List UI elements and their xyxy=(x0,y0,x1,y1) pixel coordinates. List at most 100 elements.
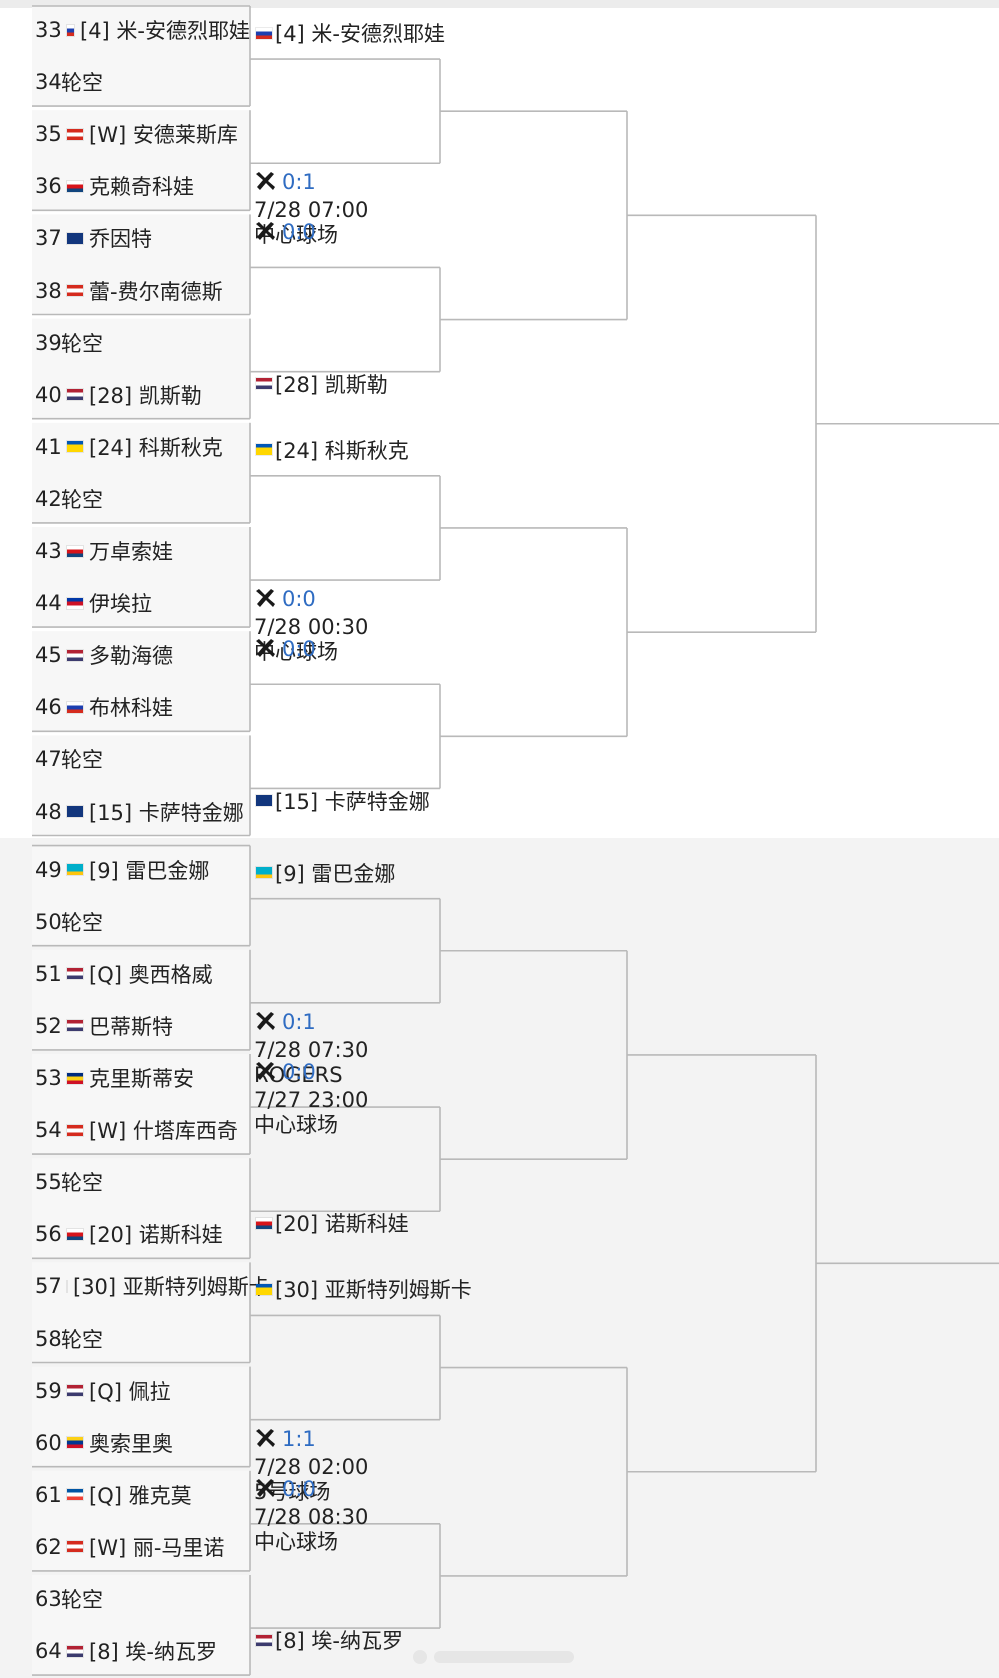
flag-icon xyxy=(256,27,272,39)
draw-slot[interactable]: 51[Q] 奥西格威 xyxy=(32,952,250,996)
slot-pair-background xyxy=(32,318,250,419)
match-icon xyxy=(256,1478,275,1497)
seed-number: 54 xyxy=(35,1118,62,1143)
player-name: [4] 米-安德烈耶娃 xyxy=(80,19,250,43)
match-time: 7/28 07:00 xyxy=(254,198,369,223)
draw-slot[interactable]: 48 [15] 卡萨特金娜 xyxy=(32,790,250,834)
round2-player[interactable]: [30] 亚斯特列姆斯卡 xyxy=(254,1276,472,1302)
slot-pair-background xyxy=(32,949,250,1050)
match-score[interactable]: 0:0 xyxy=(254,1477,316,1501)
player-name: 轮空 xyxy=(61,1171,103,1196)
slot-pair-background xyxy=(32,1158,250,1259)
match-time: 7/27 23:00 xyxy=(254,1088,369,1112)
slot-pair-background xyxy=(32,110,250,211)
seed-number: 48 xyxy=(35,799,62,824)
flag-icon xyxy=(256,795,272,806)
flag-icon xyxy=(67,232,83,244)
draw-slot[interactable]: 33[4] 米-安德烈耶娃 xyxy=(32,8,250,52)
draw-slot[interactable]: 54[W] 什塔库西奇 xyxy=(32,1108,250,1152)
match-score[interactable]: 1:1 xyxy=(254,1427,316,1451)
flag-icon xyxy=(67,597,83,609)
slot-pair-background xyxy=(32,214,250,315)
round2-player[interactable]: [24] 科斯秋克 xyxy=(254,437,409,463)
slot-pair-background xyxy=(32,631,250,732)
round2-player[interactable]: [8] 埃-纳瓦罗 xyxy=(254,1627,403,1653)
draw-slot[interactable]: 59[Q] 佩拉 xyxy=(32,1369,250,1413)
player-name: [28] 凯斯勒 xyxy=(89,383,202,408)
seed-number: 51 xyxy=(35,961,62,986)
player-name: [15] 卡萨特金娜 xyxy=(89,800,244,825)
round2-player[interactable]: [9] 雷巴金娜 xyxy=(254,860,395,886)
match-time: 7/28 02:00 xyxy=(254,1454,369,1479)
draw-slot[interactable]: 49[9] 雷巴金娜 xyxy=(32,848,250,892)
flag-icon xyxy=(67,1645,83,1657)
score-value: 0:0 xyxy=(282,1476,316,1501)
draw-slot[interactable]: 56[20] 诺斯科娃 xyxy=(32,1212,250,1256)
match-score[interactable]: 0:0 xyxy=(254,1060,316,1084)
match-icon xyxy=(256,639,275,658)
slot-pair-background xyxy=(32,527,250,628)
score-value: 0:0 xyxy=(282,220,316,245)
match-icon xyxy=(256,589,275,608)
match-score[interactable]: 0:0 xyxy=(254,587,316,611)
seed-number: 44 xyxy=(35,591,62,616)
round2-player[interactable]: [4] 米-安德烈耶娃 xyxy=(254,20,445,46)
flag-icon xyxy=(67,441,83,453)
draw-slot[interactable]: 62 [W] 丽-马里诺 xyxy=(32,1525,250,1569)
draw-slot[interactable]: 40[28] 凯斯勒 xyxy=(32,373,250,417)
round2-player[interactable]: [28] 凯斯勒 xyxy=(254,371,388,397)
seed-number: 39 xyxy=(35,330,62,355)
seed-number: 38 xyxy=(35,278,62,303)
player-name: [W] 丽-马里诺 xyxy=(89,1535,225,1560)
flag-icon xyxy=(256,867,272,879)
match-icon xyxy=(256,222,275,241)
draw-slot[interactable]: 64[8] 埃-纳瓦罗 xyxy=(32,1629,250,1673)
seed-number: 43 xyxy=(35,539,62,563)
draw-slot[interactable]: 41[24] 科斯秋克 xyxy=(32,425,250,469)
player-name: [4] 米-安德烈耶娃 xyxy=(275,22,445,46)
seed-number: 50 xyxy=(35,909,62,934)
draw-slot[interactable]: 61[Q] 雅克莫 xyxy=(32,1473,250,1517)
flag-icon xyxy=(67,1020,83,1032)
player-name: 布林科娃 xyxy=(89,696,173,721)
match-score[interactable]: 0:1 xyxy=(254,1010,316,1034)
round2-player[interactable]: [20] 诺斯科娃 xyxy=(254,1210,409,1236)
match-score[interactable]: 0:0 xyxy=(254,220,316,244)
match-time: 7/28 07:30 xyxy=(254,1037,369,1062)
player-name: [W] 安德莱斯库 xyxy=(89,123,238,148)
seed-number: 35 xyxy=(35,122,62,147)
flag-icon xyxy=(67,701,83,713)
round2-player[interactable]: [15] 卡萨特金娜 xyxy=(254,788,430,814)
seed-number: 62 xyxy=(35,1534,62,1559)
draw-slot[interactable]: 35 [W] 安德莱斯库 xyxy=(32,112,250,156)
match-score[interactable]: 0:0 xyxy=(254,637,316,661)
seed-number: 49 xyxy=(35,857,62,882)
match-icon xyxy=(256,1011,275,1030)
player-name: 乔因特 xyxy=(89,227,152,252)
draw-slot[interactable]: 57[30] 亚斯特列姆斯卡 xyxy=(32,1264,270,1308)
flag-icon xyxy=(67,545,83,557)
player-name: [30] 亚斯特列姆斯卡 xyxy=(275,1278,472,1303)
match-score[interactable]: 0:1 xyxy=(254,170,316,194)
watermark xyxy=(410,1648,590,1666)
